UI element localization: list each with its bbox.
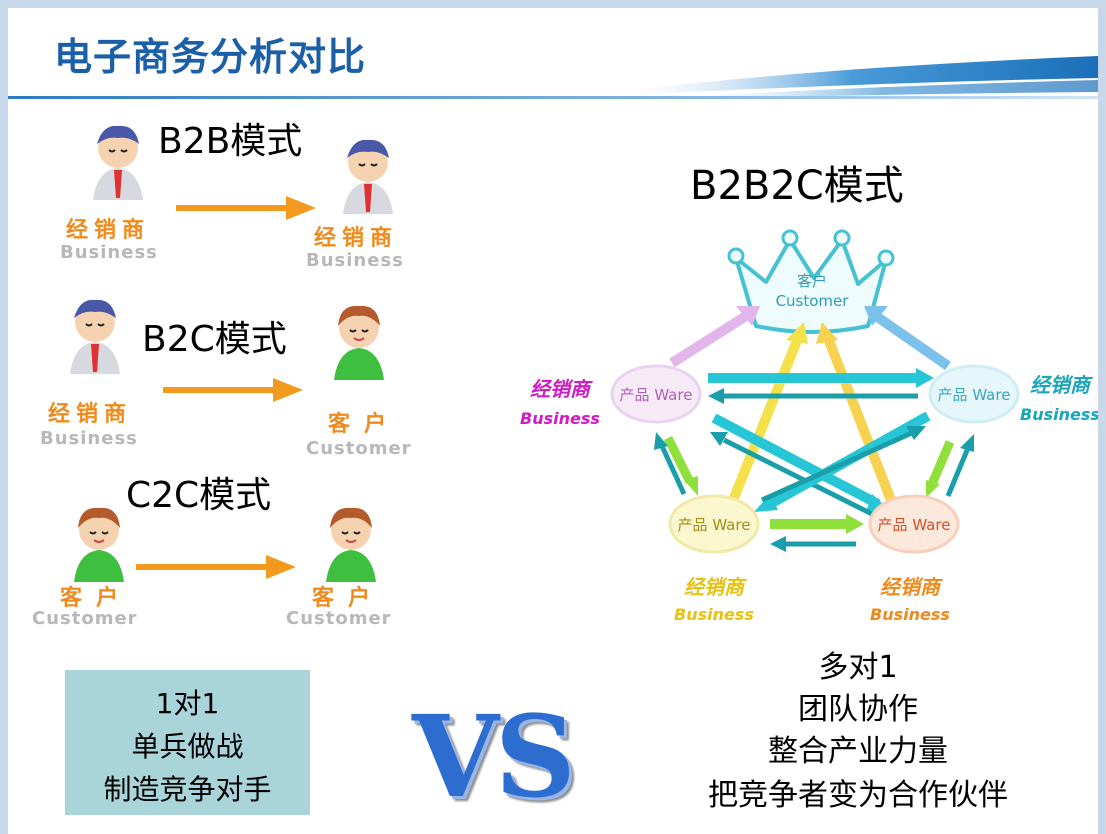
many-to-one-line: 多对1 (818, 650, 898, 685)
c2c-right-role-en: Customer (286, 608, 392, 629)
arrow-left-to-right-icon (708, 368, 934, 388)
title-swoosh-decoration (608, 56, 1098, 100)
right-business-cn: 经销商 (1030, 373, 1093, 397)
bottom-right-business-en: Business (870, 605, 950, 624)
customer-person-icon (74, 507, 124, 582)
b2b-mode-label: B2B模式 (158, 121, 303, 162)
b2b-left-role-en: Business (60, 242, 158, 263)
c2c-arrow-icon (136, 555, 296, 579)
arrow-right-down-icon (926, 440, 955, 498)
slide: 电子商务分析对比 B2B模式 经销商 Business 经销 (8, 8, 1098, 834)
b2c-left-role-en: Business (40, 428, 138, 449)
arrow-left-down-icon (663, 435, 698, 496)
arrow-right-to-left-icon (708, 388, 918, 404)
b2c-mode-label: B2C模式 (142, 319, 287, 360)
ware-node-left: 产品 Ware (610, 364, 702, 424)
arrow-to-customer-right-icon (864, 306, 951, 371)
b2b2c-mode-label: B2B2C模式 (690, 163, 904, 209)
many-to-one-line: 团队协作 (798, 692, 918, 727)
customer-person-icon (334, 305, 384, 380)
arrow-right-up-icon (945, 434, 974, 497)
ware-node-right: 产品 Ware (928, 364, 1020, 424)
ware-label: 产品 Ware (620, 386, 693, 404)
vs-label: VS (412, 692, 576, 823)
arrow-left-up-icon (654, 432, 687, 496)
ware-label: 产品 Ware (938, 386, 1011, 404)
arrow-bottom-right-to-left-icon (770, 536, 856, 552)
ware-label: 产品 Ware (678, 516, 751, 534)
arrow-bottom-left-to-right-icon (770, 514, 864, 534)
b2c-arrow-icon (163, 378, 303, 402)
business-person-icon (70, 299, 120, 374)
customer-person-icon (326, 507, 376, 582)
crown-label-en: Customer (776, 292, 850, 310)
c2c-mode-label: C2C模式 (126, 475, 272, 516)
c2c-left-role-cn: 客户 (60, 586, 133, 611)
b2b-left-role-cn: 经销商 (66, 218, 151, 243)
right-business-en: Business (1020, 405, 1098, 424)
business-person-icon (93, 125, 143, 200)
b2b-right-role-en: Business (306, 250, 404, 271)
crown-icon (727, 229, 895, 334)
b2c-left-role-cn: 经销商 (48, 402, 133, 427)
crown-label-cn: 客户 (797, 272, 827, 290)
ware-node-bottom-left: 产品 Ware (668, 494, 760, 554)
arrow-to-customer-bottom-left-icon (725, 322, 808, 510)
b2b2c-network-diagram: 客户 Customer (520, 229, 1098, 624)
summary-line: 制造竞争对手 (103, 773, 272, 806)
bottom-left-business-cn: 经销商 (684, 575, 747, 599)
arrow-to-customer-left-icon (669, 306, 760, 368)
slide-title: 电子商务分析对比 (54, 35, 367, 79)
bottom-left-business-en: Business (674, 605, 754, 624)
arrow-to-customer-bottom-right-icon (816, 322, 899, 510)
one-to-one-summary-box: 1对1 单兵做战 制造竞争对手 (65, 670, 310, 815)
bottom-right-business-cn: 经销商 (880, 575, 943, 599)
b2b-right-role-cn: 经销商 (314, 226, 399, 251)
b2c-right-role-en: Customer (306, 438, 412, 459)
ware-label: 产品 Ware (878, 516, 951, 534)
b2c-right-role-cn: 客户 (328, 412, 401, 437)
left-business-cn: 经销商 (530, 377, 593, 401)
b2b-arrow-icon (176, 196, 316, 220)
arrow-bottom-right-to-left-icon (710, 432, 882, 521)
c2c-right-role-cn: 客户 (312, 586, 385, 611)
summary-line: 单兵做战 (131, 730, 244, 763)
ware-node-bottom-right: 产品 Ware (868, 494, 960, 554)
business-person-icon (343, 139, 393, 214)
arrow-bottom-left-to-right-icon (760, 426, 926, 503)
c2c-left-role-en: Customer (32, 608, 138, 629)
many-to-one-line: 把竞争者变为合作伙伴 (708, 778, 1008, 813)
many-to-one-line: 整合产业力量 (768, 734, 948, 769)
left-business-en: Business (520, 409, 600, 428)
title-rule (8, 96, 1098, 99)
summary-line: 1对1 (155, 687, 220, 720)
